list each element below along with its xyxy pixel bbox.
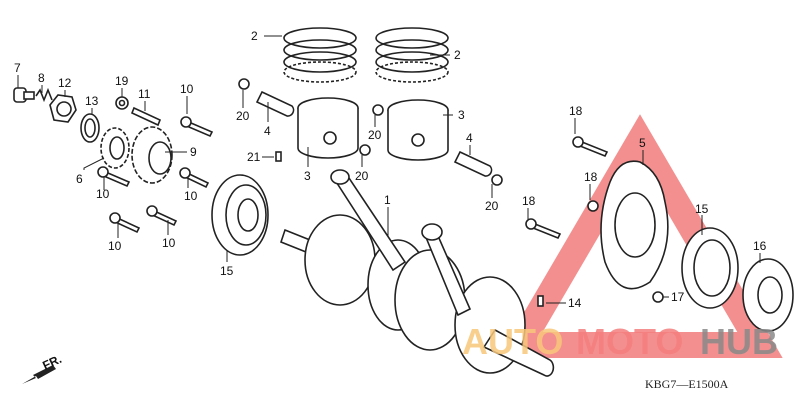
- diagram-code: KBG7—E1500A: [645, 377, 729, 391]
- bearing-15-left: [211, 174, 269, 256]
- callout: 11: [138, 87, 151, 101]
- bolts-18: [525, 136, 609, 240]
- piston-rings-left: [283, 27, 357, 83]
- callout: 20: [368, 128, 382, 142]
- callout: 16: [753, 239, 767, 253]
- callout: 7: [14, 61, 21, 75]
- callout: 4: [466, 131, 473, 145]
- callout: 18: [522, 194, 536, 208]
- callout: 18: [569, 104, 583, 118]
- callout: 8: [38, 71, 45, 85]
- callout: 21: [247, 150, 261, 164]
- direction-label: FR.: [40, 352, 63, 373]
- callout: 10: [162, 236, 176, 250]
- callout: 10: [96, 187, 110, 201]
- callout: 10: [184, 189, 198, 203]
- spring-8: [35, 87, 53, 103]
- callout-labels: 7 8 12 13 19 11 10 9 6 10 10 10 10 2 2 2…: [14, 29, 767, 310]
- dowel-14: [537, 295, 544, 307]
- piston-pin-left: [255, 90, 295, 117]
- piston-left: [297, 97, 359, 159]
- callout: 1: [384, 193, 391, 207]
- stud-11: [130, 106, 162, 127]
- callout: 15: [695, 202, 709, 216]
- callout: 4: [264, 124, 271, 138]
- callout: 10: [180, 82, 194, 96]
- piston-pin-right: [453, 150, 493, 177]
- callout: 20: [355, 169, 369, 183]
- callout: 19: [115, 74, 129, 88]
- callout: 13: [85, 94, 99, 108]
- nut-12: [49, 94, 77, 123]
- washer-17: [652, 291, 664, 303]
- callout: 6: [76, 172, 83, 186]
- washer-13: [80, 113, 100, 143]
- oil-seal-16: [742, 258, 794, 332]
- crankshaft-1: [280, 169, 555, 377]
- callout: 17: [671, 290, 685, 304]
- callout: 15: [220, 264, 234, 278]
- leader-lines: [17, 35, 761, 304]
- callout: 2: [251, 29, 258, 43]
- watermark-auto: AUTO: [462, 321, 563, 362]
- watermark-hub: HUB: [700, 321, 778, 362]
- callout: 14: [568, 296, 582, 310]
- dowel-21: [275, 151, 282, 162]
- callout: 20: [485, 199, 499, 213]
- callout: 10: [108, 239, 122, 253]
- front-direction-arrow: FR.: [22, 352, 64, 384]
- piston-rings-right: [375, 27, 449, 83]
- bearing-15-right: [681, 227, 739, 309]
- gear-6: [100, 127, 130, 169]
- callout: 9: [190, 145, 197, 159]
- gear-9: [131, 126, 173, 184]
- callout: 5: [639, 136, 646, 150]
- bolt-7: [13, 87, 35, 103]
- callout: 18: [584, 170, 598, 184]
- callout: 20: [236, 109, 250, 123]
- plate-5: [600, 160, 669, 290]
- callout: 2: [454, 48, 461, 62]
- watermark-moto: MOTO: [576, 321, 683, 362]
- bolts-10: [97, 116, 214, 234]
- watermark-logo: AUTO MOTO HUB: [462, 321, 778, 362]
- clips-20: [238, 78, 503, 186]
- callout: 12: [58, 76, 72, 90]
- callout: 3: [304, 169, 311, 183]
- callout: 3: [458, 108, 465, 122]
- piston-right: [387, 99, 449, 161]
- nut-19: [115, 96, 129, 110]
